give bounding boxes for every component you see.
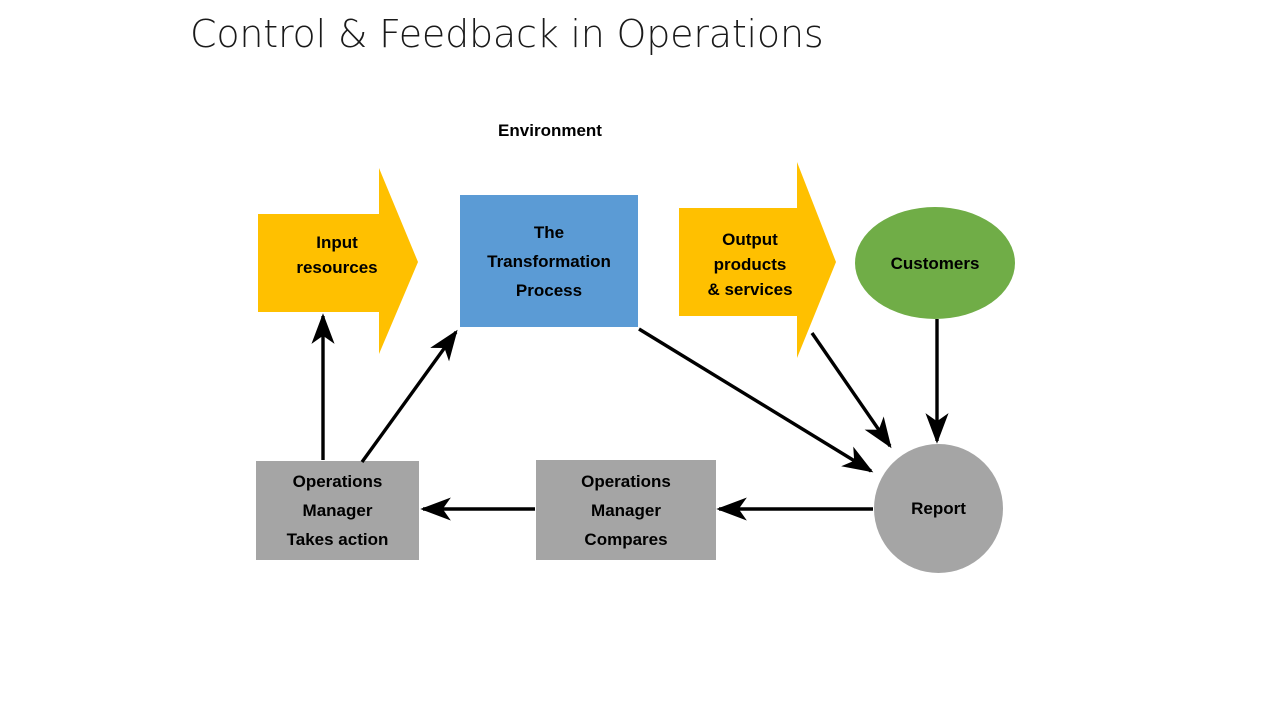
input-resources-label: Input resources	[296, 233, 378, 277]
operations-manager-takes-action-label: Operations Manager Takes action	[286, 472, 389, 549]
operations-manager-takes-action-box[interactable]: Operations Manager Takes action	[256, 461, 419, 560]
transformation-process-box[interactable]: The Transformation Process	[460, 195, 638, 327]
page-title: Control & Feedback in Operations	[190, 12, 824, 56]
transformation-process-label: The Transformation Process	[487, 222, 611, 300]
block-arrow-right-icon	[258, 168, 418, 354]
report-circle[interactable]: Report	[874, 444, 1003, 573]
environment-label: Environment	[498, 121, 602, 140]
input-resources-arrow[interactable]	[258, 166, 420, 356]
block-arrow-right-icon	[679, 162, 836, 358]
operations-manager-compares-label: Operations Manager Compares	[581, 471, 671, 549]
customers-label: Customers	[890, 253, 980, 273]
output-products-arrow[interactable]	[679, 162, 839, 362]
report-label: Report	[911, 499, 966, 518]
output-products-label: Output products & services	[707, 230, 793, 299]
customers-ellipse[interactable]: Customers	[855, 207, 1015, 319]
operations-manager-compares-box[interactable]: Operations Manager Compares	[536, 460, 716, 560]
